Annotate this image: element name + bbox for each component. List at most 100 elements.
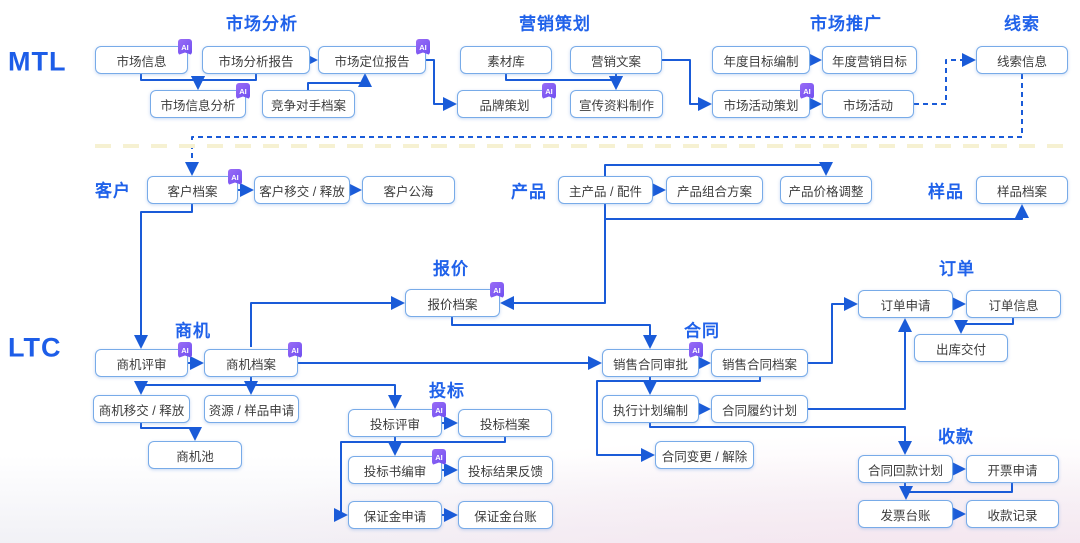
node-deposit-request: 保证金申请 [348, 501, 442, 529]
node-product-combo-plan: 产品组合方案 [666, 176, 763, 204]
node-label: 销售合同档案 [721, 357, 797, 372]
node-invoice-ledger: 发票台账 [858, 500, 953, 528]
node-sales-contract-archive: 销售合同档案 [711, 349, 808, 377]
node-order-request: 订单申请 [858, 290, 953, 318]
node-label: 开票申请 [987, 463, 1038, 478]
flow-connector-invoice-request-to-invoice-ledger [899, 483, 1013, 500]
node-label: 投标书编审 [363, 464, 427, 479]
flow-connector-contract-fulfillment-plan-to-order-request [808, 318, 912, 410]
node-outbound-delivery: 出库交付 [914, 334, 1008, 362]
node-label: 产品组合方案 [676, 184, 752, 199]
node-lead-info: 线索信息 [976, 46, 1068, 74]
section-header-contract: 合同 [684, 321, 720, 341]
section-header-market-analysis: 市场分析 [226, 14, 298, 34]
ai-badge-icon: AI [178, 39, 192, 55]
flow-connector-lead-info-to-customer-archive [185, 74, 1023, 176]
flow-connector-market-positioning-report-to-brand-planning [426, 59, 457, 111]
flow-connector-main-product-accessories-to-quote-archive [500, 219, 606, 310]
node-label: 商机档案 [225, 357, 276, 372]
node-quote-archive: 报价档案 AI [405, 282, 504, 317]
flow-connector-opportunity-archive-to-quote-archive [250, 296, 405, 347]
node-label: 商机移交 / 释放 [98, 403, 185, 418]
section-header-marketing-planning: 营销策划 [519, 14, 591, 34]
node-label: 商机评审 [116, 357, 167, 372]
node-opportunity-transfer-release: 商机移交 / 释放 [93, 395, 190, 423]
node-label: 合同变更 / 解除 [661, 449, 748, 464]
node-market-analysis-report: 市场分析报告 [202, 46, 310, 74]
flow-connector-market-analysis-report-to-market-info-analysis [191, 74, 257, 90]
node-bid-result-feedback: 投标结果反馈 [458, 456, 553, 484]
node-label: 年度营销目标 [831, 54, 907, 69]
node-product-price-adjustment: 产品价格调整 [780, 176, 872, 204]
node-label: 报价档案 [427, 297, 478, 312]
node-market-activity: 市场活动 [822, 90, 914, 118]
node-label: 市场定位报告 [334, 54, 410, 69]
node-label: 收款记录 [987, 508, 1038, 523]
node-label: 营销文案 [590, 54, 641, 69]
node-opportunity-pool: 商机池 [148, 441, 242, 469]
flow-connector-order-info-to-outbound-delivery [954, 318, 1014, 334]
node-customer-transfer-release: 客户移交 / 释放 [254, 176, 350, 204]
node-label: 出库交付 [935, 342, 986, 357]
flow-connector-opportunity-archive-to-bid-review [251, 384, 402, 409]
section-header-opportunity: 商机 [175, 321, 211, 341]
node-bid-doc-review: 投标书编审 AI [348, 449, 446, 484]
node-label: 市场分析报告 [218, 54, 294, 69]
node-label: 竞争对手档案 [270, 98, 346, 113]
node-receipt-record: 收款记录 [966, 500, 1059, 528]
node-label: 商机池 [176, 449, 214, 464]
node-customer-public-sea: 客户公海 [362, 176, 455, 204]
ai-badge-icon: AI [432, 449, 446, 465]
section-header-leads: 线索 [1004, 14, 1040, 34]
ai-badge-icon: AI [490, 282, 504, 298]
node-resource-sample-request: 资源 / 样品申请 [204, 395, 299, 423]
node-label: 执行计划编制 [612, 403, 688, 418]
node-material-library: 素材库 [460, 46, 552, 74]
flow-connector-competitor-archive-to-market-positioning-report [307, 73, 372, 90]
node-promo-material-production: 宣传资料制作 [570, 90, 663, 118]
node-label: 年度目标编制 [723, 54, 799, 69]
ai-badge-icon: AI [800, 83, 814, 99]
ai-badge-icon: AI [236, 83, 250, 99]
node-label: 资源 / 样品申请 [208, 403, 295, 418]
node-main-product-accessories: 主产品 / 配件 [558, 176, 653, 204]
node-contract-change-termination: 合同变更 / 解除 [655, 441, 754, 469]
node-bid-archive: 投标档案 [458, 409, 552, 437]
node-marketing-copy: 营销文案 [570, 46, 662, 74]
flow-connector-main-product-accessories-to-product-price-adjustment [604, 162, 833, 176]
lane-label-mtl: MTL [8, 46, 67, 77]
ai-badge-icon: AI [689, 342, 703, 358]
node-competitor-archive: 竞争对手档案 [262, 90, 355, 118]
node-label: 投标档案 [479, 417, 530, 432]
section-header-customer: 客户 [95, 181, 131, 201]
node-label: 素材库 [487, 54, 525, 69]
flow-connector-main-product-accessories-to-sample-archive [604, 204, 1029, 220]
node-label: 合同履约计划 [721, 403, 797, 418]
section-header-product: 产品 [511, 182, 547, 202]
node-label: 保证金申请 [363, 509, 427, 524]
node-label: 客户档案 [167, 184, 218, 199]
section-header-order: 订单 [939, 259, 975, 279]
flow-connector-marketing-copy-to-market-activity-planning [662, 59, 712, 111]
node-label: 订单申请 [880, 298, 931, 313]
ai-badge-icon: AI [178, 342, 192, 358]
node-sample-archive: 样品档案 [976, 176, 1068, 204]
section-header-collection: 收款 [938, 427, 974, 447]
node-label: 保证金台账 [474, 509, 537, 524]
flow-connector-execution-plan-compilation-to-contract-payment-plan [649, 423, 912, 455]
ai-badge-icon: AI [542, 83, 556, 99]
node-invoice-request: 开票申请 [966, 455, 1059, 483]
node-label: 主产品 / 配件 [569, 184, 642, 199]
node-label: 样品档案 [996, 184, 1047, 199]
node-label: 订单信息 [988, 298, 1039, 313]
node-label: 发票台账 [880, 508, 931, 523]
node-annual-goal-compilation: 年度目标编制 [712, 46, 810, 74]
node-deposit-ledger: 保证金台账 [458, 501, 553, 529]
